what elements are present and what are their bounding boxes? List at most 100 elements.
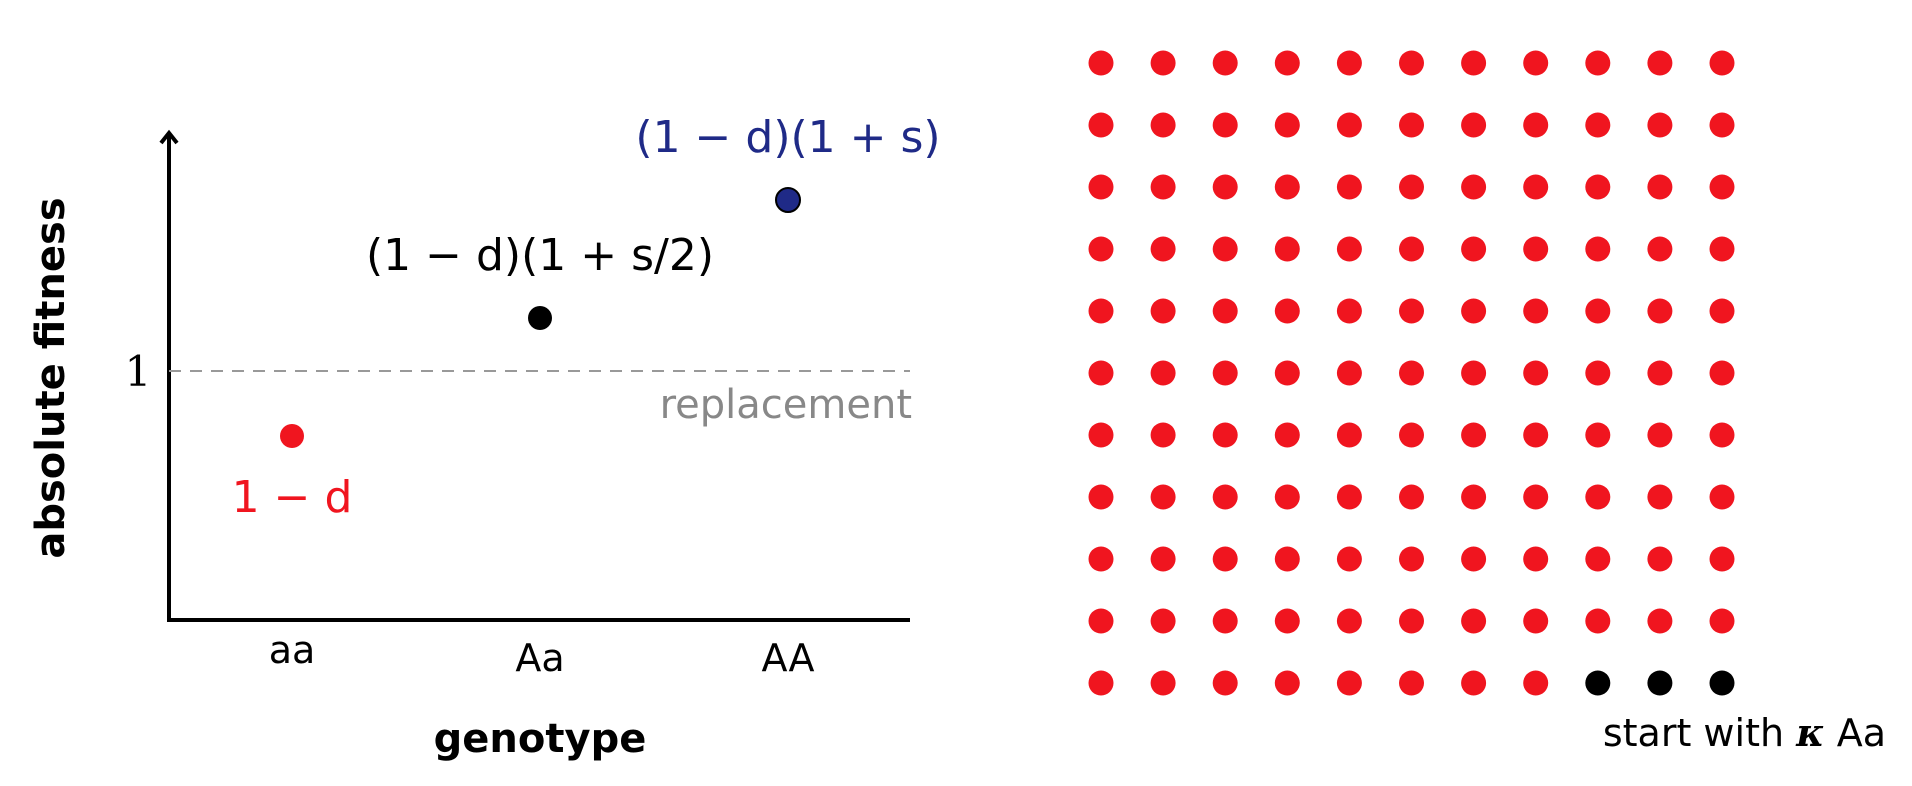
fitness-plot: replacement 1 absolute fitness aa Aa AA …: [28, 112, 941, 762]
individual-dot-aa: [1709, 112, 1735, 138]
individual-dot-aa: [1647, 236, 1673, 262]
individual-dot-aa: [1336, 546, 1362, 572]
individual-dot-aa: [1088, 174, 1114, 200]
individual-dot-aa: [1212, 484, 1238, 510]
individual-dot-aa: [1461, 670, 1487, 696]
x-tick-label-AA: AA: [761, 636, 814, 680]
individual-dot-aa: [1461, 608, 1487, 634]
individual-dot-aa: [1212, 112, 1238, 138]
individual-dot-aa: [1150, 484, 1176, 510]
individual-dot-aa: [1088, 422, 1114, 448]
individual-dot-aa: [1647, 50, 1673, 76]
individual-dot-aa: [1150, 608, 1176, 634]
individual-dot-aa: [1585, 546, 1611, 572]
individual-dot-aa: [1336, 236, 1362, 262]
individual-dot-aa: [1709, 360, 1735, 386]
individual-dot-aa: [1274, 608, 1300, 634]
individual-dot-aa: [1585, 112, 1611, 138]
individual-dot-aa: [1647, 298, 1673, 324]
individual-dot-aa: [1709, 174, 1735, 200]
individual-dot-aa: [1461, 422, 1487, 448]
individual-dot-aa: [1088, 112, 1114, 138]
point-aa: [280, 424, 304, 448]
individual-dot-aa: [1088, 484, 1114, 510]
individual-dot-aa: [1212, 298, 1238, 324]
individual-dot-aa: [1585, 360, 1611, 386]
individual-dot-aa: [1399, 174, 1424, 200]
individual-dot-aa: [1399, 360, 1424, 386]
individual-dot-aa: [1523, 670, 1549, 696]
x-tick-label-aa: aa: [269, 628, 316, 672]
individual-dot-Aa: [1647, 670, 1673, 696]
individual-dot-aa: [1088, 236, 1114, 262]
individual-dot-aa: [1709, 546, 1735, 572]
individual-dot-aa: [1399, 236, 1424, 262]
individual-dot-aa: [1709, 50, 1735, 76]
individual-dot-aa: [1399, 422, 1424, 448]
individual-dot-aa: [1461, 298, 1487, 324]
population-grid: [1088, 50, 1735, 696]
individual-dot-aa: [1461, 546, 1487, 572]
individual-dot-aa: [1523, 422, 1549, 448]
individual-dot-aa: [1709, 422, 1735, 448]
individual-dot-aa: [1399, 546, 1424, 572]
individual-dot-aa: [1274, 298, 1300, 324]
point-AA: [775, 187, 801, 213]
individual-dot-aa: [1523, 360, 1549, 386]
individual-dot-aa: [1399, 112, 1424, 138]
individual-dot-aa: [1150, 546, 1176, 572]
individual-dot-aa: [1150, 112, 1176, 138]
individual-dot-aa: [1088, 50, 1114, 76]
individual-dot-aa: [1461, 360, 1487, 386]
individual-dot-aa: [1336, 50, 1362, 76]
individual-dot-aa: [1461, 236, 1487, 262]
individual-dot-aa: [1585, 236, 1611, 262]
individual-dot-aa: [1523, 608, 1549, 634]
individual-dot-aa: [1399, 298, 1424, 324]
individual-dot-aa: [1585, 50, 1611, 76]
individual-dot-aa: [1274, 50, 1300, 76]
caption-kappa-symbol: κ: [1795, 710, 1824, 755]
individual-dot-aa: [1523, 236, 1549, 262]
individual-dot-aa: [1274, 174, 1300, 200]
individual-dot-Aa: [1585, 670, 1611, 696]
individual-dot-aa: [1150, 422, 1176, 448]
individual-dot-aa: [1274, 670, 1300, 696]
individual-dot-aa: [1212, 546, 1238, 572]
individual-dot-aa: [1274, 546, 1300, 572]
individual-dot-aa: [1088, 360, 1114, 386]
individual-dot-aa: [1150, 360, 1176, 386]
individual-dot-aa: [1585, 608, 1611, 634]
individual-dot-aa: [1212, 236, 1238, 262]
individual-dot-aa: [1647, 484, 1673, 510]
annotation-Aa: (1 − d)(1 + s/2): [366, 230, 714, 281]
individual-dot-aa: [1585, 174, 1611, 200]
individual-dot-aa: [1088, 608, 1114, 634]
individual-dot-aa: [1336, 298, 1362, 324]
individual-dot-aa: [1150, 298, 1176, 324]
individual-dot-aa: [1647, 546, 1673, 572]
replacement-label: replacement: [660, 382, 912, 428]
individual-dot-aa: [1336, 360, 1362, 386]
individual-dot-aa: [1336, 422, 1362, 448]
individual-dot-aa: [1150, 50, 1176, 76]
individual-dot-aa: [1274, 484, 1300, 510]
individual-dot-aa: [1523, 298, 1549, 324]
individual-dot-aa: [1461, 484, 1487, 510]
individual-dot-aa: [1274, 112, 1300, 138]
annotation-AA: (1 − d)(1 + s): [635, 112, 940, 163]
individual-dot-aa: [1150, 236, 1176, 262]
individual-dot-aa: [1709, 484, 1735, 510]
individual-dot-aa: [1212, 670, 1238, 696]
individual-dot-aa: [1212, 360, 1238, 386]
individual-dot-aa: [1399, 670, 1424, 696]
individual-dot-aa: [1212, 174, 1238, 200]
individual-dot-aa: [1709, 298, 1735, 324]
individual-dot-aa: [1212, 608, 1238, 634]
individual-dot-aa: [1088, 546, 1114, 572]
individual-dot-aa: [1647, 174, 1673, 200]
individual-dot-aa: [1461, 174, 1487, 200]
individual-dot-aa: [1647, 112, 1673, 138]
individual-dot-aa: [1150, 670, 1176, 696]
